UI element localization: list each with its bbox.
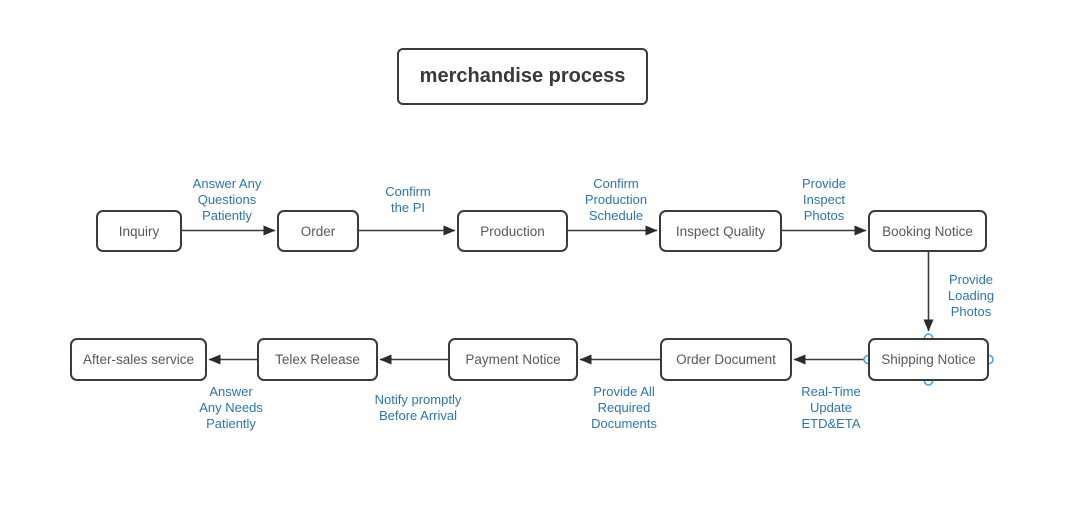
node-telex-release[interactable]: Telex Release: [257, 338, 378, 381]
node-order-document[interactable]: Order Document: [660, 338, 792, 381]
edge-label-order-document-to-payment-notice[interactable]: Provide All Required Documents: [591, 384, 657, 431]
edge-label-booking-notice-to-shipping-notice[interactable]: Provide Loading Photos: [947, 272, 995, 319]
node-order[interactable]: Order: [277, 210, 359, 252]
edge-label-production-to-inspect-quality[interactable]: Confirm Production Schedule: [584, 176, 648, 223]
diagram-title-label: merchandise process: [419, 65, 626, 87]
edge-label-payment-notice-to-telex-release[interactable]: Notify promptly Before Arrival: [374, 392, 462, 423]
node-production[interactable]: Production: [457, 210, 568, 252]
edge-label-inspect-quality-to-booking-notice[interactable]: Provide Inspect Photos: [801, 176, 847, 223]
diagram-title[interactable]: merchandise process: [397, 48, 648, 105]
node-booking-notice[interactable]: Booking Notice: [868, 210, 987, 252]
edge-label-shipping-notice-to-order-document[interactable]: Real-Time Update ETD&ETA: [801, 384, 861, 431]
edge-label-inquiry-to-order[interactable]: Answer Any Questions Patiently: [192, 176, 262, 223]
node-inquiry[interactable]: Inquiry: [96, 210, 182, 252]
node-shipping-notice[interactable]: Shipping Notice: [868, 338, 989, 381]
edge-label-order-to-production[interactable]: Confirm the PI: [385, 184, 431, 215]
edge-label-telex-release-to-after-sales[interactable]: Answer Any Needs Patiently: [199, 384, 263, 431]
node-after-sales-service[interactable]: After-sales service: [70, 338, 207, 381]
node-payment-notice[interactable]: Payment Notice: [448, 338, 578, 381]
node-inspect-quality[interactable]: Inspect Quality: [659, 210, 782, 252]
